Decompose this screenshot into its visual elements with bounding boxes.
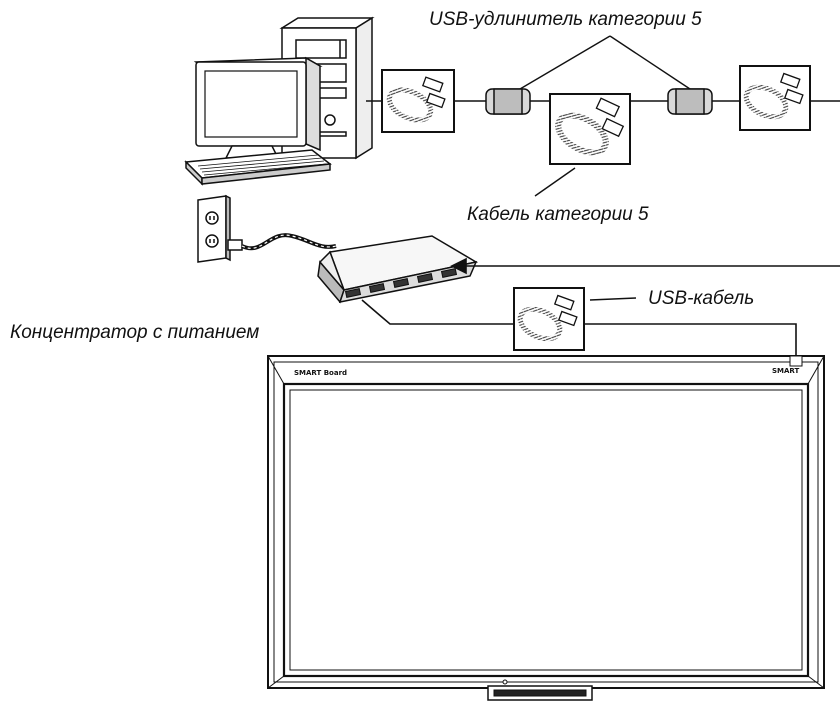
computer-icon (184, 16, 375, 186)
usb-extender-module-2 (667, 88, 713, 115)
usb-cable-box-2 (739, 65, 811, 131)
usb-extender-label: USB-удлинитель категории 5 (429, 9, 702, 30)
power-cord (227, 233, 337, 251)
usb-cable-box-1 (381, 69, 455, 133)
computer-keyboard (184, 149, 332, 186)
hub-input-cable (450, 257, 840, 275)
powered-hub-label: Концентратор с питанием (10, 322, 260, 343)
cat5-cable-box (549, 93, 631, 165)
pen-tray (487, 679, 593, 701)
usb-extender-module-1 (485, 88, 531, 115)
usb-cable-label: USB-кабель (648, 288, 755, 309)
board-brand-right: SMART (772, 367, 800, 375)
leader-lines (519, 35, 691, 301)
interactive-whiteboard (267, 355, 825, 701)
usb-cable-box-3 (513, 287, 585, 351)
wall-outlet-icon (197, 194, 231, 263)
board-brand-left: SMART Board (294, 369, 347, 377)
cat5-cable-label: Кабель категории 5 (467, 204, 649, 225)
powered-hub-icon (317, 235, 479, 304)
computer-monitor (193, 56, 323, 159)
hub-to-board-cable (361, 299, 797, 360)
